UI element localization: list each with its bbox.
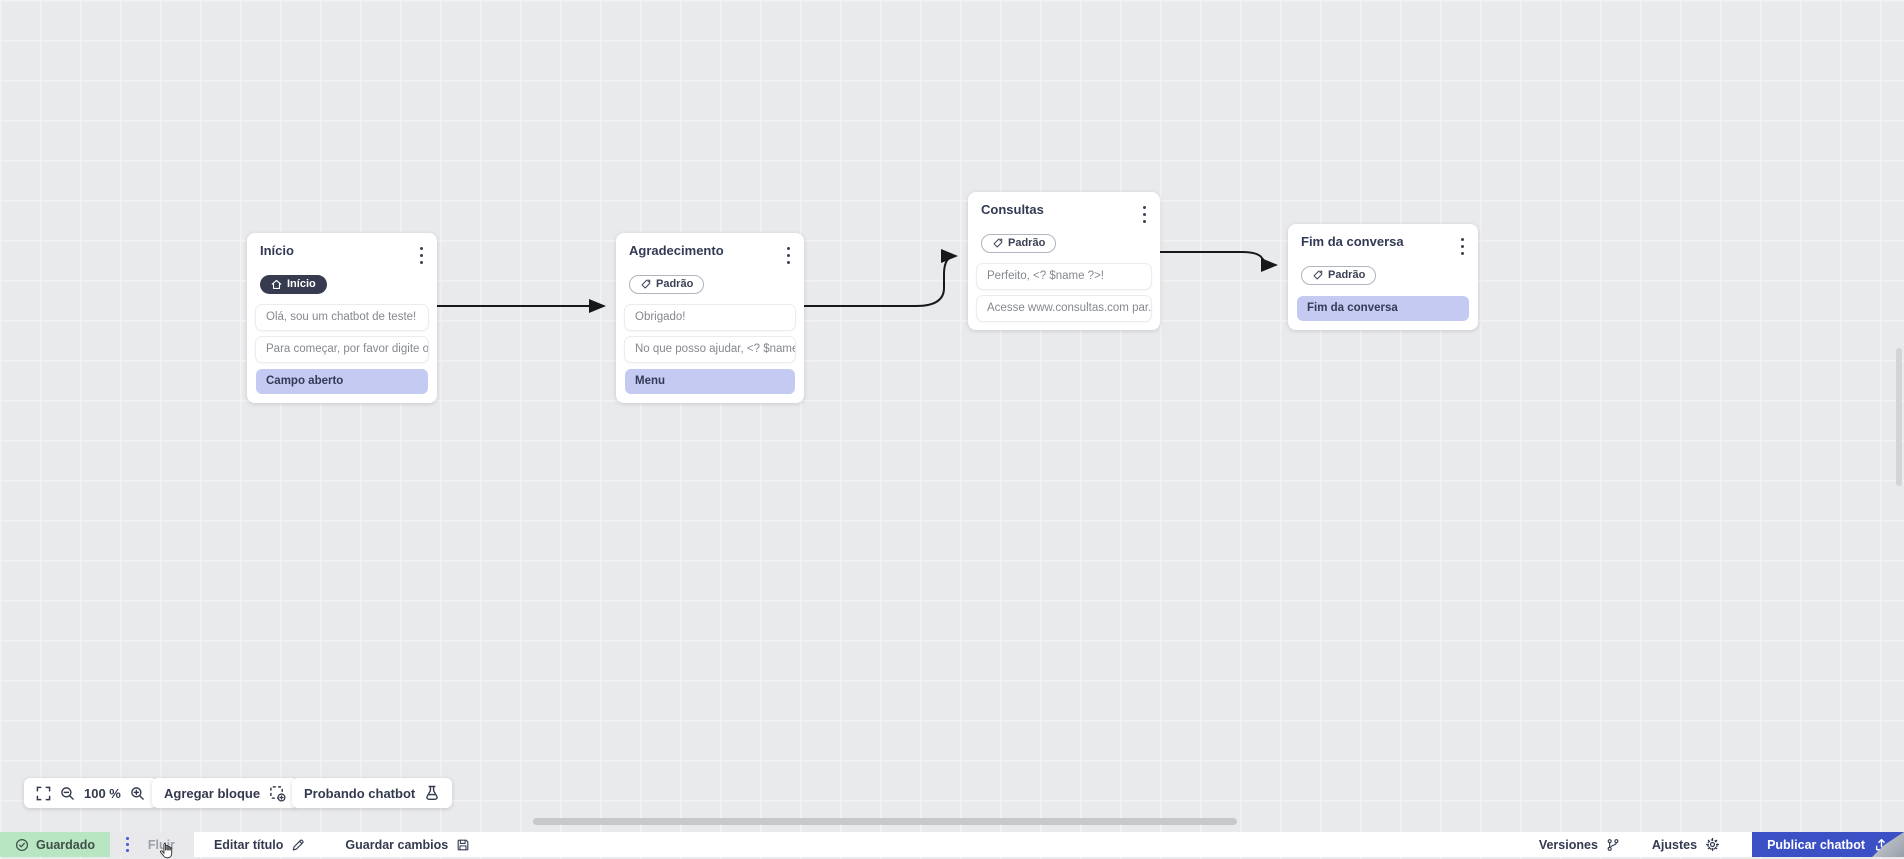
flow-node-consultas[interactable]: Consultas Padrão Perfeito, <? $name ?>! … bbox=[968, 192, 1160, 330]
versions-button[interactable]: Versiones bbox=[1539, 838, 1620, 852]
saved-status-badge: Guardado bbox=[0, 832, 111, 857]
zoom-level: 100 % bbox=[84, 785, 121, 801]
kebab-menu-icon[interactable] bbox=[1139, 203, 1150, 227]
gear-icon bbox=[1705, 837, 1720, 852]
kebab-menu-icon[interactable] bbox=[783, 244, 794, 268]
node-type-badge: Padrão bbox=[981, 233, 1057, 253]
message-row[interactable]: No que posso ajudar, <? $name ... bbox=[625, 336, 795, 362]
drag-handle-icon[interactable] bbox=[122, 834, 133, 855]
message-row[interactable]: Acesse www.consultas.com par... bbox=[977, 295, 1151, 321]
edge-agradecimento-consultas bbox=[804, 249, 958, 307]
zoom-out-button[interactable] bbox=[60, 786, 75, 801]
tag-icon bbox=[1313, 270, 1323, 280]
node-title: Início bbox=[260, 243, 294, 258]
node-title: Fim da conversa bbox=[1301, 234, 1404, 249]
flow-node-inicio[interactable]: Início Início Olá, sou um chatbot de tes… bbox=[247, 233, 437, 403]
flow-node-agradecimento[interactable]: Agradecimento Padrão Obrigado! No que po… bbox=[616, 233, 804, 403]
message-row[interactable]: Para começar, por favor digite o ... bbox=[256, 336, 428, 362]
save-changes-button[interactable]: Guardar cambios bbox=[345, 838, 470, 852]
tab-flow[interactable]: Fluir bbox=[110, 832, 194, 857]
action-row[interactable]: Campo aberto bbox=[256, 368, 428, 394]
add-block-icon bbox=[270, 785, 286, 802]
horizontal-scrollbar[interactable] bbox=[533, 818, 1237, 825]
node-header: Consultas bbox=[968, 201, 1160, 227]
tag-icon bbox=[641, 279, 651, 289]
flow-node-fim-da-conversa[interactable]: Fim da conversa Padrão Fim da conversa bbox=[1288, 224, 1478, 330]
fullscreen-icon bbox=[36, 786, 51, 800]
zoom-in-icon bbox=[131, 786, 144, 800]
node-header: Início bbox=[247, 242, 437, 268]
vertical-scrollbar[interactable] bbox=[1896, 348, 1902, 486]
message-row[interactable]: Perfeito, <? $name ?>! bbox=[977, 263, 1151, 289]
edge-consultas-fim bbox=[1160, 251, 1278, 272]
zoom-out-icon bbox=[61, 786, 74, 800]
action-row[interactable]: Menu bbox=[625, 368, 795, 394]
check-circle-icon bbox=[15, 838, 29, 851]
home-icon bbox=[271, 279, 282, 289]
message-row[interactable]: Olá, sou um chatbot de teste! bbox=[256, 304, 428, 330]
node-type-badge: Padrão bbox=[629, 274, 705, 294]
status-bar: Guardado Fluir Editar título Guardar cam… bbox=[0, 832, 1904, 857]
kebab-menu-icon[interactable] bbox=[416, 244, 427, 268]
add-block-button[interactable]: Agregar bloque bbox=[152, 778, 299, 808]
node-title: Consultas bbox=[981, 202, 1044, 217]
zoom-toolbar: 100 % bbox=[24, 778, 157, 808]
node-title: Agradecimento bbox=[629, 243, 724, 258]
pencil-icon bbox=[293, 839, 304, 850]
kebab-menu-icon[interactable] bbox=[1457, 235, 1468, 259]
message-row[interactable]: Obrigado! bbox=[625, 304, 795, 330]
test-chatbot-button[interactable]: Probando chatbot bbox=[292, 778, 453, 808]
node-type-badge: Padrão bbox=[1301, 265, 1377, 285]
zoom-in-button[interactable] bbox=[130, 786, 145, 801]
node-header: Fim da conversa bbox=[1288, 233, 1478, 259]
flask-icon bbox=[426, 785, 438, 800]
node-header: Agradecimento bbox=[616, 242, 804, 268]
settings-button[interactable]: Ajustes bbox=[1652, 837, 1720, 852]
save-icon bbox=[457, 839, 469, 850]
fullscreen-button[interactable] bbox=[36, 786, 51, 801]
node-type-badge: Início bbox=[260, 274, 327, 294]
tag-icon bbox=[993, 238, 1003, 248]
action-row[interactable]: Fim da conversa bbox=[1297, 295, 1469, 321]
git-branch-icon bbox=[1607, 838, 1619, 851]
edit-title-button[interactable]: Editar título bbox=[214, 838, 305, 852]
